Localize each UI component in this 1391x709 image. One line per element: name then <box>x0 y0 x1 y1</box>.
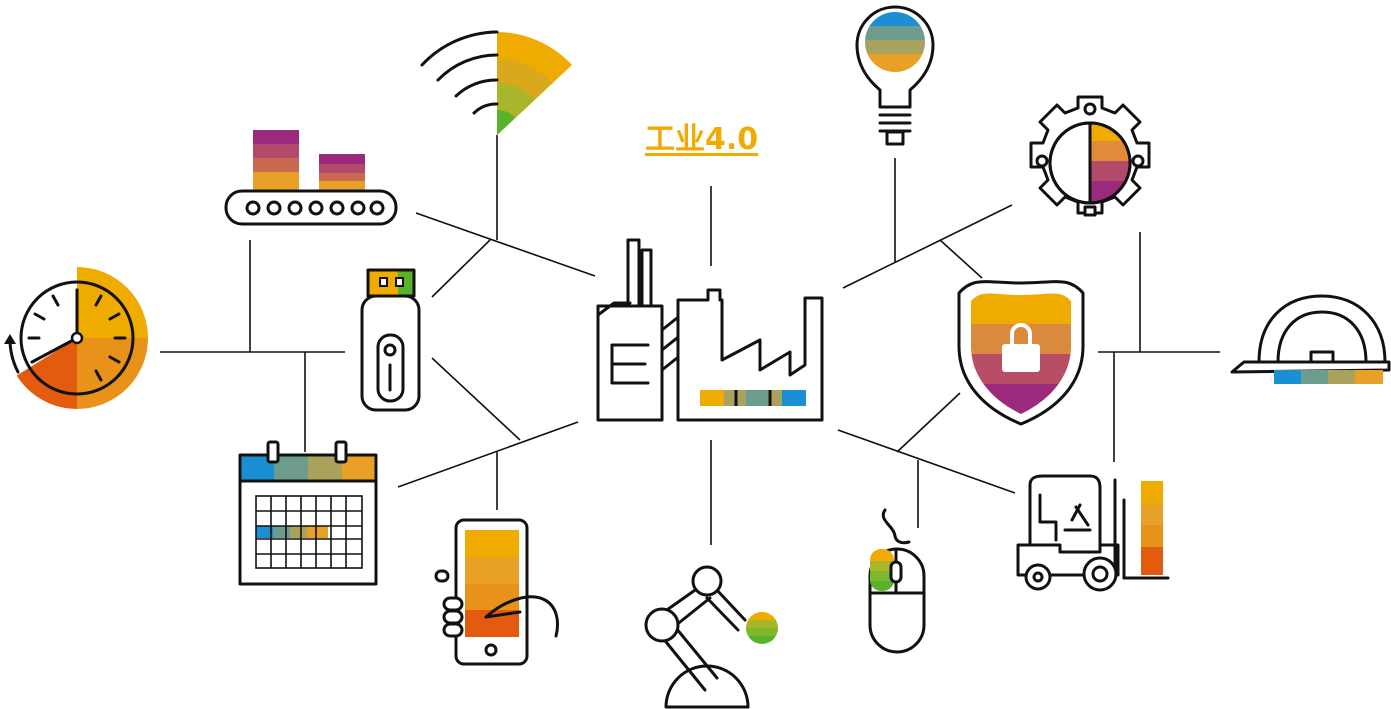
forklift-icon <box>1016 474 1170 592</box>
usb-stick-icon <box>360 268 421 412</box>
smartphone-icon <box>434 518 560 666</box>
hard-hat-icon <box>1230 294 1391 384</box>
diagram-title: 工业4.0 <box>645 122 759 157</box>
factory-icon <box>596 238 824 422</box>
computer-mouse-icon <box>868 508 926 654</box>
wifi-signal-icon <box>420 30 572 135</box>
calendar-icon <box>238 440 378 586</box>
gear-icon <box>1029 95 1151 217</box>
conveyor-belt-icon <box>224 130 398 226</box>
stopwatch-icon <box>4 267 148 409</box>
connector-lines <box>160 135 1220 545</box>
robot-arm-icon <box>644 565 778 709</box>
lightbulb-icon <box>855 5 935 146</box>
shield-lock-icon <box>957 280 1085 426</box>
